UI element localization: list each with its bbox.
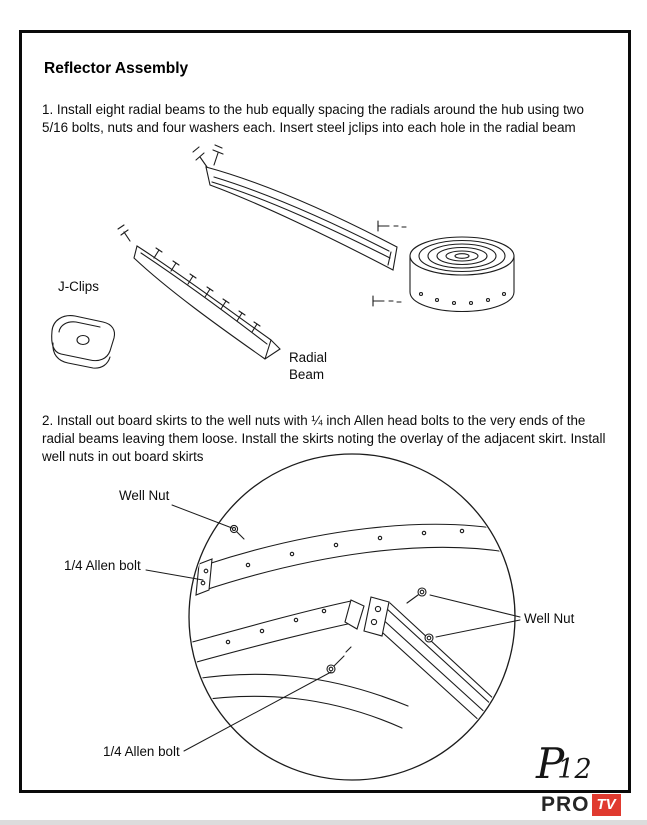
- tv-badge: TV: [591, 794, 621, 816]
- page-number-value: 12: [557, 754, 592, 785]
- figure1-hub: [409, 236, 515, 313]
- figure2-leader-lines: [145, 504, 521, 752]
- script-p-logo: P: [536, 739, 565, 788]
- figure1-radial-beam-lower: [117, 224, 281, 360]
- label-well-nut-top: Well Nut: [119, 488, 170, 503]
- page-number: P 12: [536, 742, 592, 786]
- figure2-skirt-upper: [195, 523, 514, 596]
- figure2-skirt-middle: [190, 599, 365, 667]
- figure2-detail-circle: [145, 453, 521, 781]
- step-2-text: 2. Install out board skirts to the well …: [42, 413, 606, 464]
- figure2-allen-bolts: [326, 646, 352, 674]
- label-well-nut-right: Well Nut: [524, 611, 575, 626]
- page-title: Reflector Assembly: [44, 60, 189, 77]
- figure2-skirt-lower: [190, 673, 409, 729]
- page-border: [19, 30, 631, 793]
- watermark-logo: PRO TV: [541, 793, 621, 817]
- figure1-radial-beam-upper: [192, 144, 407, 307]
- label-allen-bolt-bottom: 1/4 Allen bolt: [103, 744, 180, 759]
- label-j-clips: J-Clips: [58, 279, 99, 294]
- step-1-text: 1. Install eight radial beams to the hub…: [42, 102, 584, 135]
- label-radial-beam: Radial Beam: [289, 350, 327, 382]
- figure2-well-nuts: [229, 524, 434, 643]
- scan-edge-strip: [0, 820, 647, 825]
- label-allen-bolt-left: 1/4 Allen bolt: [64, 558, 141, 573]
- figure1-j-clip: [51, 315, 116, 369]
- watermark-text: PRO: [541, 793, 590, 816]
- figure2-radial-beam-end: [363, 596, 510, 734]
